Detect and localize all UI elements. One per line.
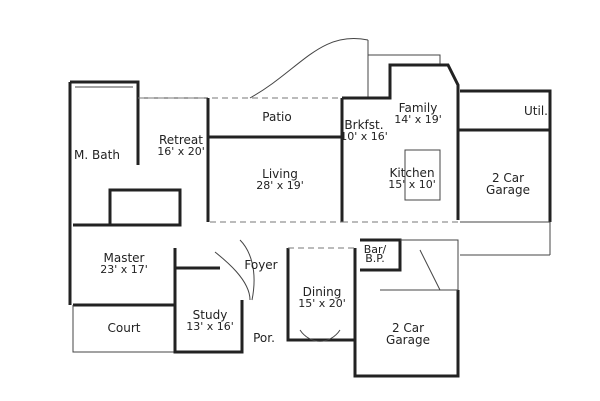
room-name: Dining — [302, 285, 342, 299]
room-dimensions: 23' x 17' — [100, 263, 148, 276]
walls — [68, 38, 552, 378]
room-name: Kitchen — [389, 166, 435, 180]
room-name: Family — [398, 101, 438, 115]
room-label-m-bath: M. Bath — [74, 149, 120, 161]
room-name: Master — [103, 251, 145, 265]
patio-curve — [249, 38, 369, 99]
room-label-bar: Bar/ B.P. — [360, 243, 390, 265]
room-name: Por. — [253, 331, 275, 345]
room-label-court: Court — [108, 322, 141, 334]
room-name: M. Bath — [74, 148, 120, 162]
room-dimensions: 28' x 19' — [256, 179, 304, 192]
room-name: Retreat — [158, 133, 203, 147]
room-name: Patio — [262, 110, 292, 124]
room-label-patio: Patio — [262, 111, 291, 123]
room-dimensions: 14' x 19' — [394, 113, 442, 126]
room-name: Brkfst. — [344, 118, 384, 132]
room-name: Util. — [524, 104, 548, 118]
room-name: Living — [262, 167, 298, 181]
room-name: Foyer — [244, 258, 278, 272]
room-label-brkfst: Brkfst.10' x 16' — [340, 119, 388, 143]
room-dimensions: 13' x 16' — [186, 320, 234, 333]
room-name: 2 Car Garage — [486, 171, 530, 197]
room-label-garage-right: 2 Car Garage — [473, 172, 543, 196]
room-label-garage-lower: 2 Car Garage — [373, 322, 443, 346]
room-label-foyer: Foyer — [244, 259, 277, 271]
room-label-porch: Por. — [253, 332, 275, 344]
room-dimensions: 15' x 10' — [388, 178, 436, 191]
room-name: Bar/ B.P. — [363, 243, 387, 265]
room-name: 2 Car Garage — [386, 321, 430, 347]
room-name: Study — [192, 308, 228, 322]
room-dimensions: 16' x 20' — [157, 145, 205, 158]
room-dimensions: 10' x 16' — [340, 130, 388, 143]
room-dimensions: 15' x 20' — [298, 297, 346, 310]
room-label-util: Util. — [524, 105, 548, 117]
room-name: Court — [107, 321, 141, 335]
